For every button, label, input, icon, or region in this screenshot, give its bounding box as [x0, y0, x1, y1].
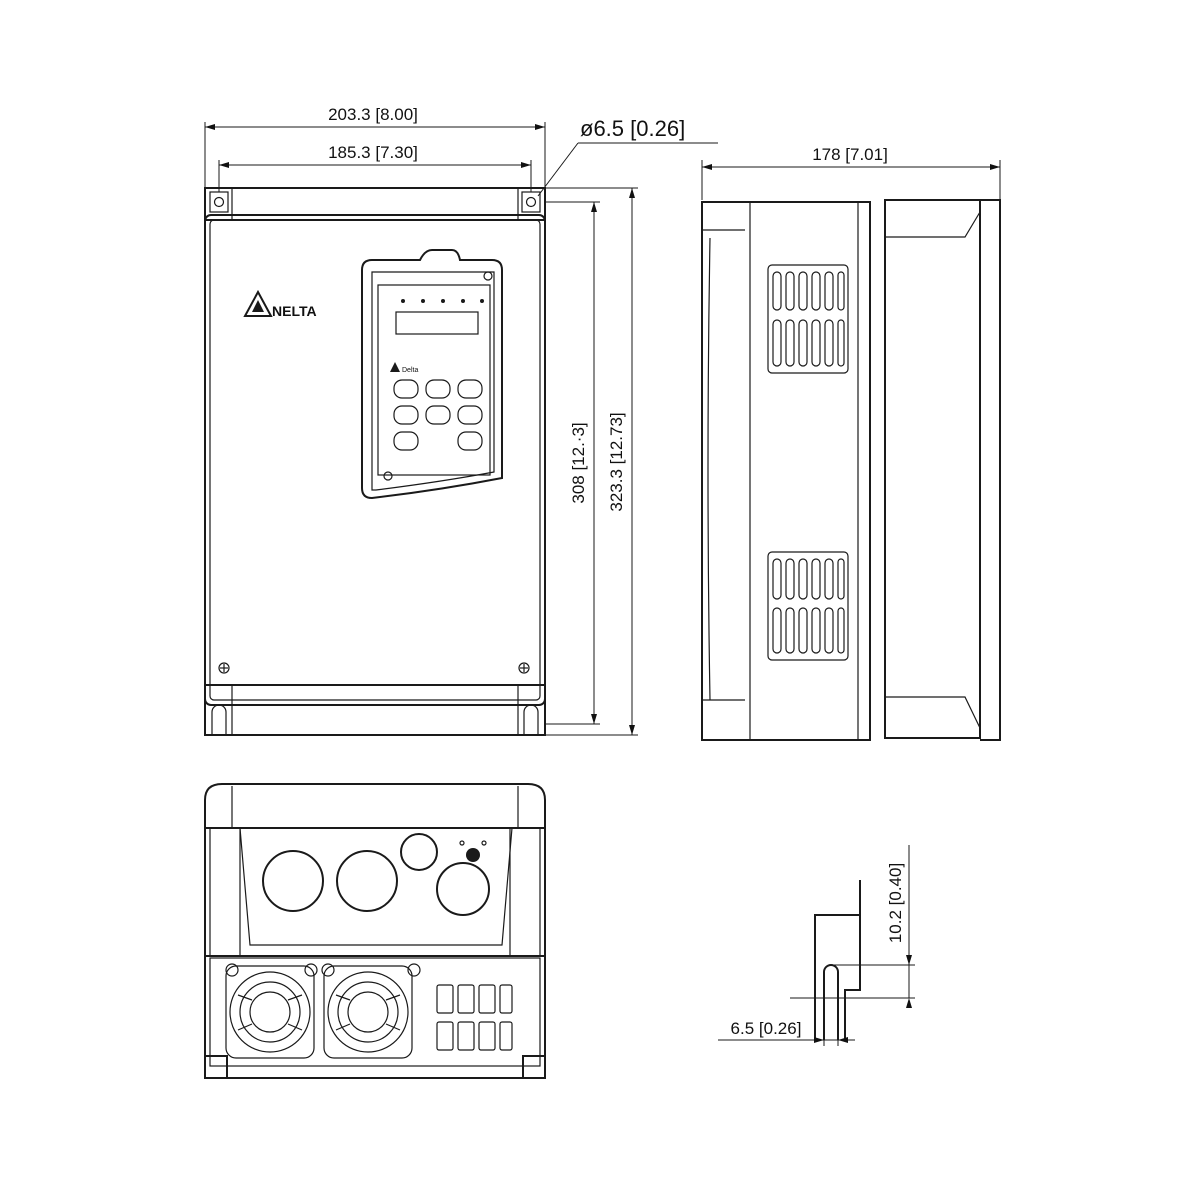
ground-screw-icon [466, 848, 480, 862]
lcd-display [395, 311, 479, 335]
side-view: 178 [7.01] [701, 145, 1001, 741]
slot-height-label: 10.2 [0.40] [886, 863, 905, 943]
front-logo-text: NELTA [272, 303, 317, 319]
depth-label: 178 [7.01] [812, 145, 888, 164]
depth-dimension: 178 [7.01] [701, 145, 1001, 200]
overall-width-label: 203.3 [8.00] [328, 105, 418, 124]
mount-height-dimension: 308 [12.·3] [545, 201, 600, 725]
hole-diameter-dimension: ø6.5 [0.26] [537, 116, 718, 197]
bottom-right-mount-slot [523, 704, 539, 735]
keypad-panel: Delta [361, 249, 503, 500]
overall-height-dimension: 323.3 [12.73] [545, 187, 638, 736]
side-vent-bottom [767, 551, 849, 661]
screw-icon [518, 662, 530, 674]
mount-width-dimension: 185.3 [7.30] [218, 143, 532, 192]
slot-height-dimension: 10.2 [0.40] [790, 845, 915, 1008]
slot-detail-view: 10.2 [0.40] 6.5 [0.26] [718, 845, 915, 1046]
keypad-logo-text: Delta [402, 367, 418, 374]
mount-width-label: 185.3 [7.30] [328, 143, 418, 162]
overall-height-label: 323.3 [12.73] [607, 412, 626, 511]
cable-knockout [436, 862, 490, 916]
mount-height-label: 308 [12.·3] [569, 422, 588, 503]
cable-knockout [336, 850, 398, 912]
top-right-mount-hole [521, 191, 541, 213]
cable-knockout [262, 850, 324, 912]
bottom-left-mount-slot [211, 704, 227, 735]
hole-diameter-label: ø6.5 [0.26] [580, 116, 685, 141]
slot-width-label: 6.5 [0.26] [731, 1019, 802, 1038]
keypad-buttons [393, 379, 483, 451]
side-vent-top [767, 264, 849, 374]
bottom-view [204, 783, 546, 1079]
cooling-fan-icon [225, 965, 315, 1059]
top-left-mount-hole [209, 191, 229, 213]
cooling-fan-icon [323, 965, 413, 1059]
overall-width-dimension: 203.3 [8.00] [204, 105, 546, 188]
front-view: NELTA Delta [204, 105, 718, 736]
delta-logo: NELTA [243, 289, 317, 319]
screw-icon [218, 662, 230, 674]
bottom-vent-slots [436, 984, 513, 1051]
slot-width-dimension: 6.5 [0.26] [718, 1010, 855, 1046]
cable-knockout [400, 833, 438, 871]
